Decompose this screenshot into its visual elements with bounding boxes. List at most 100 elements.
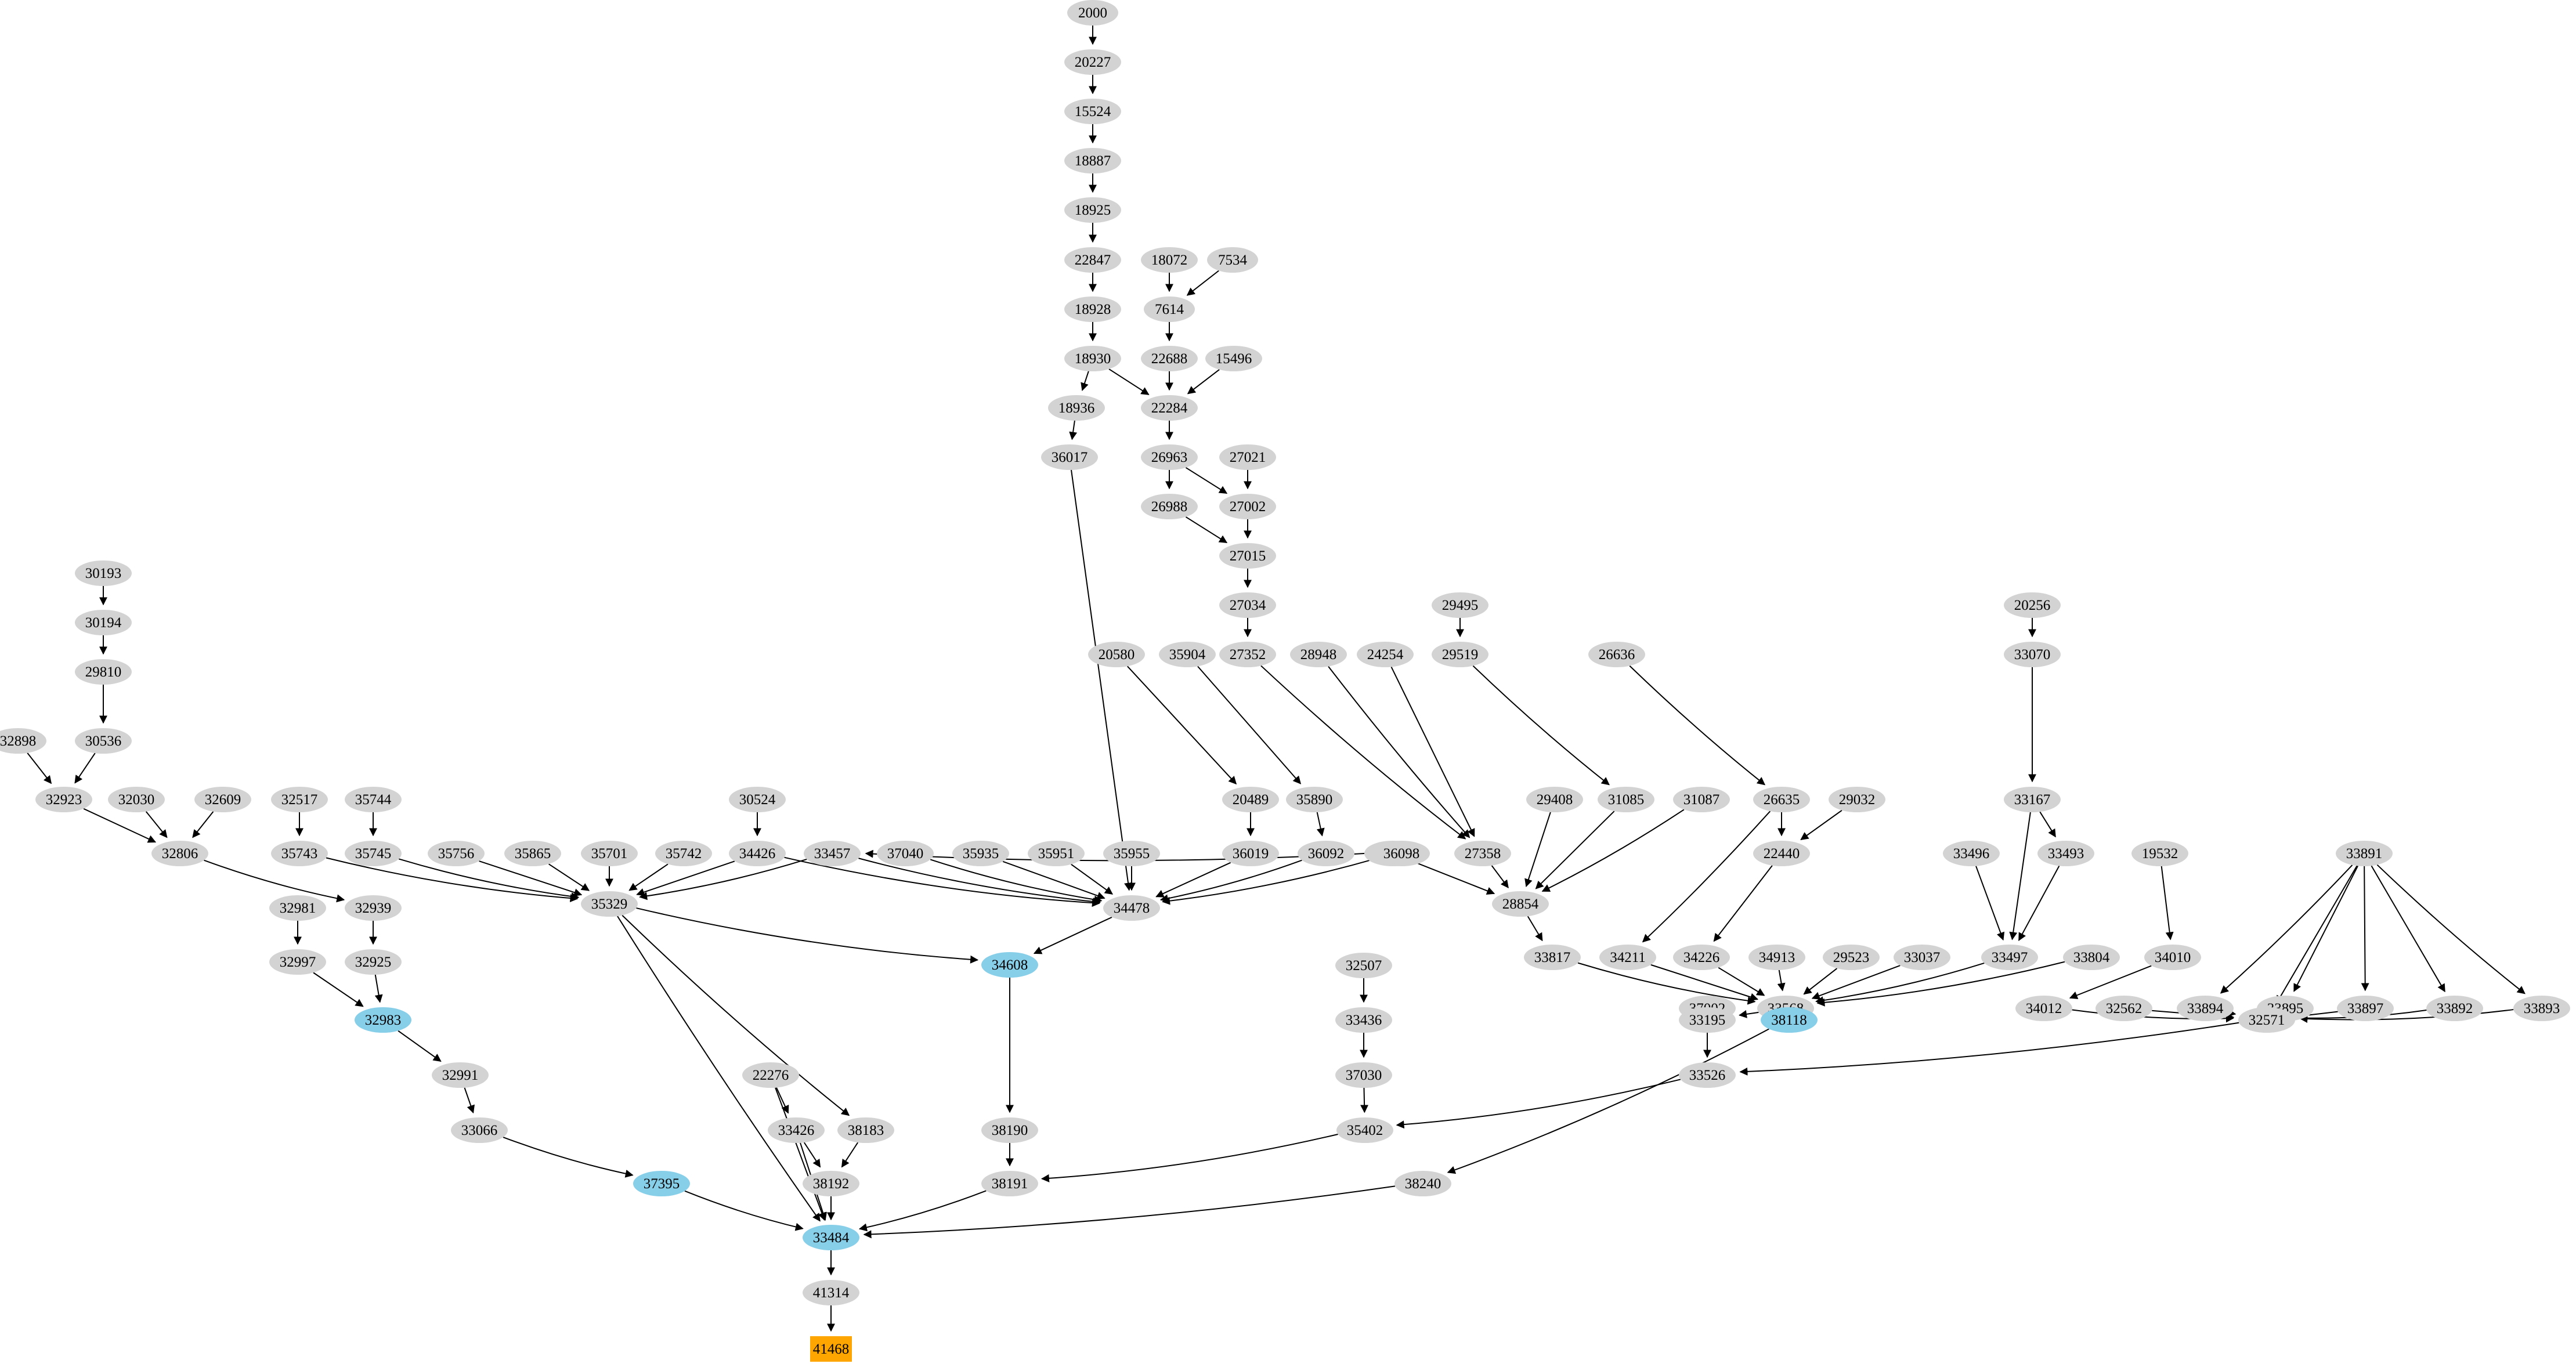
- graph-node-33457[interactable]: 33457: [804, 841, 861, 866]
- graph-node-32562[interactable]: 32562: [2096, 996, 2152, 1021]
- graph-node-41314[interactable]: 41314: [803, 1280, 859, 1305]
- graph-node-36019[interactable]: 36019: [1222, 841, 1279, 866]
- graph-node-30193[interactable]: 30193: [75, 560, 132, 586]
- graph-node-29523[interactable]: 29523: [1823, 945, 1880, 970]
- graph-node-31085[interactable]: 31085: [1598, 787, 1654, 812]
- graph-node-35329[interactable]: 35329: [581, 891, 638, 917]
- graph-node-33070[interactable]: 33070: [2004, 642, 2061, 667]
- graph-node-33496[interactable]: 33496: [1943, 841, 2000, 866]
- graph-node-18887[interactable]: 18887: [1064, 148, 1121, 173]
- graph-node-34010[interactable]: 34010: [2144, 945, 2201, 970]
- graph-node-27021[interactable]: 27021: [1219, 444, 1276, 470]
- graph-node-32898[interactable]: 32898: [0, 728, 46, 754]
- graph-node-29519[interactable]: 29519: [1432, 642, 1488, 667]
- graph-node-35890[interactable]: 35890: [1286, 787, 1343, 812]
- graph-node-32925[interactable]: 32925: [345, 949, 402, 975]
- graph-node-18928[interactable]: 18928: [1064, 296, 1121, 322]
- graph-node-32030[interactable]: 32030: [108, 787, 165, 812]
- graph-node-41468[interactable]: 41468: [810, 1336, 852, 1362]
- graph-node-18072[interactable]: 18072: [1141, 247, 1198, 273]
- graph-node-33493[interactable]: 33493: [2037, 841, 2094, 866]
- graph-node-15496[interactable]: 15496: [1205, 346, 1262, 371]
- graph-node-32981[interactable]: 32981: [269, 895, 326, 921]
- graph-node-33484[interactable]: 33484: [803, 1225, 859, 1250]
- graph-node-30524[interactable]: 30524: [729, 787, 786, 812]
- graph-node-37030[interactable]: 37030: [1335, 1062, 1392, 1088]
- graph-node-27358[interactable]: 27358: [1454, 841, 1511, 866]
- graph-node-34913[interactable]: 34913: [1748, 945, 1805, 970]
- graph-node-34226[interactable]: 34226: [1673, 945, 1730, 970]
- graph-node-22440[interactable]: 22440: [1753, 841, 1810, 866]
- graph-node-31087[interactable]: 31087: [1673, 787, 1730, 812]
- graph-node-32939[interactable]: 32939: [345, 895, 402, 921]
- graph-node-34478[interactable]: 34478: [1103, 895, 1160, 921]
- graph-node-36098[interactable]: 36098: [1373, 841, 1430, 866]
- graph-node-18925[interactable]: 18925: [1064, 197, 1121, 223]
- graph-node-15524[interactable]: 15524: [1064, 99, 1121, 124]
- graph-node-34426[interactable]: 34426: [729, 841, 786, 866]
- graph-node-35744[interactable]: 35744: [345, 787, 402, 812]
- graph-node-24254[interactable]: 24254: [1357, 642, 1414, 667]
- graph-node-33891[interactable]: 33891: [2336, 841, 2393, 866]
- graph-node-33526[interactable]: 33526: [1679, 1062, 1736, 1088]
- graph-node-27015[interactable]: 27015: [1219, 543, 1276, 569]
- graph-node-20227[interactable]: 20227: [1064, 49, 1121, 75]
- graph-node-35701[interactable]: 35701: [581, 841, 638, 866]
- graph-node-32806[interactable]: 32806: [151, 841, 208, 866]
- graph-node-27034[interactable]: 27034: [1219, 592, 1276, 618]
- graph-node-35865[interactable]: 35865: [504, 841, 561, 866]
- graph-node-35951[interactable]: 35951: [1028, 841, 1085, 866]
- graph-node-38240[interactable]: 38240: [1394, 1171, 1451, 1196]
- graph-node-33817[interactable]: 33817: [1524, 945, 1581, 970]
- graph-node-32609[interactable]: 32609: [194, 787, 251, 812]
- graph-node-37040[interactable]: 37040: [877, 841, 934, 866]
- graph-node-37395[interactable]: 37395: [633, 1171, 690, 1196]
- graph-node-32571[interactable]: 32571: [2238, 1007, 2295, 1033]
- graph-node-26635[interactable]: 26635: [1753, 787, 1810, 812]
- graph-node-27002[interactable]: 27002: [1219, 494, 1276, 519]
- graph-node-33037[interactable]: 33037: [1894, 945, 1950, 970]
- graph-node-22847[interactable]: 22847: [1064, 247, 1121, 273]
- graph-node-35935[interactable]: 35935: [952, 841, 1009, 866]
- graph-node-35743[interactable]: 35743: [271, 841, 328, 866]
- graph-node-28854[interactable]: 28854: [1492, 891, 1549, 917]
- graph-node-22284[interactable]: 22284: [1141, 395, 1198, 421]
- graph-node-36092[interactable]: 36092: [1298, 841, 1354, 866]
- graph-node-33497[interactable]: 33497: [1981, 945, 2038, 970]
- graph-node-18936[interactable]: 18936: [1048, 395, 1105, 421]
- graph-node-33436[interactable]: 33436: [1335, 1007, 1392, 1033]
- graph-node-2000[interactable]: 2000: [1067, 0, 1118, 26]
- graph-node-32983[interactable]: 32983: [355, 1007, 411, 1033]
- graph-node-7534[interactable]: 7534: [1207, 247, 1258, 273]
- graph-node-35756[interactable]: 35756: [428, 841, 485, 866]
- graph-node-32991[interactable]: 32991: [432, 1062, 489, 1088]
- graph-node-20256[interactable]: 20256: [2004, 592, 2061, 618]
- graph-node-32517[interactable]: 32517: [271, 787, 328, 812]
- graph-node-33195[interactable]: 33195: [1679, 1007, 1736, 1033]
- graph-node-38192[interactable]: 38192: [803, 1171, 859, 1196]
- graph-node-29810[interactable]: 29810: [75, 659, 132, 685]
- graph-node-35742[interactable]: 35742: [655, 841, 712, 866]
- graph-node-33066[interactable]: 33066: [451, 1117, 508, 1143]
- graph-node-29032[interactable]: 29032: [1829, 787, 1885, 812]
- graph-node-33892[interactable]: 33892: [2426, 996, 2483, 1021]
- graph-node-38183[interactable]: 38183: [837, 1117, 894, 1143]
- graph-node-34608[interactable]: 34608: [981, 952, 1038, 978]
- graph-node-29495[interactable]: 29495: [1432, 592, 1488, 618]
- graph-node-38190[interactable]: 38190: [981, 1117, 1038, 1143]
- graph-node-26988[interactable]: 26988: [1141, 494, 1198, 519]
- graph-node-33893[interactable]: 33893: [2513, 996, 2570, 1021]
- graph-node-30536[interactable]: 30536: [75, 728, 132, 754]
- graph-node-33894[interactable]: 33894: [2177, 996, 2234, 1021]
- graph-node-20580[interactable]: 20580: [1088, 642, 1145, 667]
- graph-node-33426[interactable]: 33426: [768, 1117, 825, 1143]
- graph-node-18930[interactable]: 18930: [1064, 346, 1121, 371]
- graph-node-26963[interactable]: 26963: [1141, 444, 1198, 470]
- graph-node-33167[interactable]: 33167: [2004, 787, 2061, 812]
- graph-node-32997[interactable]: 32997: [269, 949, 326, 975]
- graph-node-20489[interactable]: 20489: [1222, 787, 1279, 812]
- graph-node-28948[interactable]: 28948: [1290, 642, 1347, 667]
- graph-node-19532[interactable]: 19532: [2131, 841, 2188, 866]
- graph-node-35904[interactable]: 35904: [1159, 642, 1216, 667]
- graph-node-27352[interactable]: 27352: [1219, 642, 1276, 667]
